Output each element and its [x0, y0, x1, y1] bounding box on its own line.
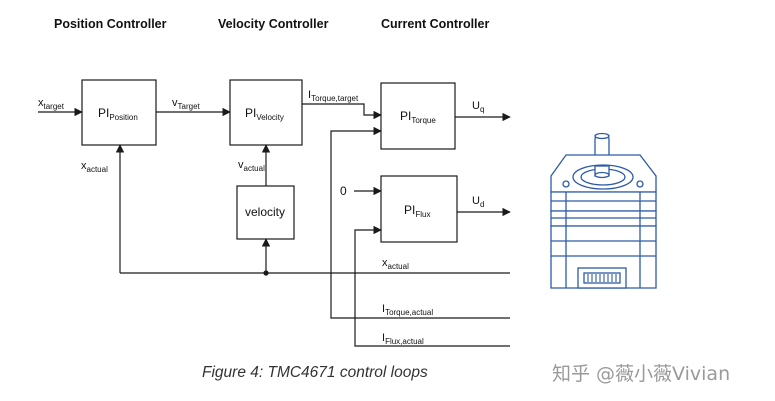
pi-position-label: PIPosition	[98, 106, 138, 122]
i-torque-target-label: ITorque,target	[308, 89, 359, 103]
pi-velocity-label: PIVelocity	[245, 106, 284, 122]
x-actual-left-label: xactual	[81, 160, 108, 174]
velocity-block-label: velocity	[245, 205, 285, 219]
watermark: 知乎 @薇小薇Vivian	[552, 363, 731, 385]
x-actual-bus-label: xactual	[382, 257, 409, 271]
i-torque-target-path	[302, 103, 382, 120]
i-torque-actual-path	[330, 126, 510, 319]
ud-label: Ud	[472, 195, 484, 209]
v-actual-label: vactual	[238, 159, 265, 173]
i-flux-actual-label: IFlux,actual	[382, 332, 424, 346]
velocity-controller-header: Velocity Controller	[218, 17, 329, 31]
pi-flux-block	[380, 175, 458, 243]
position-controller-header: Position Controller	[54, 17, 167, 31]
pi-torque-label: PITorque	[400, 109, 436, 125]
uq-label: Uq	[472, 100, 484, 114]
current-controller-header: Current Controller	[381, 17, 490, 31]
pi-flux-label: PIFlux	[404, 203, 430, 219]
x-target-label: xtarget	[38, 97, 65, 111]
figure-caption: Figure 4: TMC4671 control loops	[202, 364, 428, 381]
zero-label: 0	[340, 184, 347, 198]
v-target-label: vTarget	[172, 97, 201, 111]
i-torque-actual-label: ITorque,actual	[382, 303, 433, 317]
stepper-motor-illustration	[550, 132, 657, 289]
junction-dot	[263, 270, 269, 276]
i-flux-actual-path	[354, 225, 510, 347]
